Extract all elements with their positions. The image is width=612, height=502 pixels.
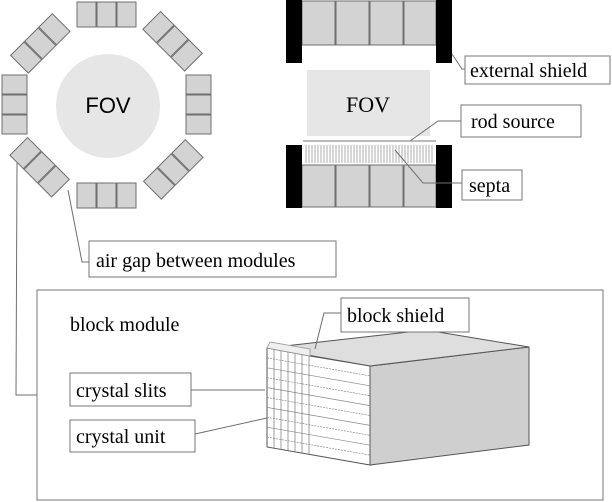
block-module-leader xyxy=(15,162,37,396)
crystal-unit-label-box xyxy=(69,419,196,453)
air-gap-label-box xyxy=(88,240,337,278)
crystal-slits-label-box xyxy=(69,372,192,407)
crystal-slit-h xyxy=(266,397,371,416)
upper-detector-row xyxy=(301,0,437,46)
external-shield-label: external shield xyxy=(470,60,587,82)
detector-module-bottom-right xyxy=(142,139,204,200)
crystal-slit-h xyxy=(266,407,371,426)
rod-source-label-box xyxy=(460,104,582,138)
crystal-slit-h xyxy=(266,357,371,377)
block-shield-label: block shield xyxy=(347,305,444,327)
air-gap-label: air gap between modules xyxy=(96,250,296,272)
lower-detector-row xyxy=(301,164,437,208)
ring-view: FOV xyxy=(1,1,212,209)
ring-fov-label: FOV xyxy=(85,93,131,118)
block-shield-strip xyxy=(266,341,311,357)
side-fov-label: FOV xyxy=(346,92,390,117)
crystal-slit-h xyxy=(266,416,371,436)
detector-module-bottom-left xyxy=(9,136,70,198)
side-fov-rect xyxy=(307,70,430,136)
detector-module-right xyxy=(185,74,212,135)
septa-label-box xyxy=(461,169,523,201)
crystal-slit-h xyxy=(266,367,371,387)
crystal-slit-h xyxy=(266,436,371,456)
detector-module-bottom xyxy=(76,182,137,209)
block-module-title: block module xyxy=(70,314,180,336)
crystal-slit-h xyxy=(266,377,371,397)
fov-circle xyxy=(56,54,160,158)
side-view: FOV xyxy=(286,0,452,208)
detector-module-left xyxy=(1,74,28,135)
external-shield-blocks xyxy=(286,0,452,208)
detector-module-top xyxy=(76,1,137,28)
detector-module-top-left xyxy=(9,13,71,74)
crystal-slits-label: crystal slits xyxy=(76,380,167,402)
septa-lines xyxy=(305,145,433,163)
crystal-unit-label: crystal unit xyxy=(76,426,166,448)
rod-source-label: rod source xyxy=(471,111,555,133)
block-module-3d xyxy=(266,329,530,466)
crystal-slit-h xyxy=(266,387,371,406)
air-gap-leader xyxy=(67,189,90,263)
crystal-unit-leader xyxy=(194,417,268,435)
block-side-face xyxy=(369,346,530,466)
detector-module-top-right xyxy=(142,10,203,72)
block-shield-label-box xyxy=(340,297,470,333)
external-shield-label-box xyxy=(464,55,611,85)
crystal-slit-h xyxy=(266,426,371,446)
block-shield-leader xyxy=(314,312,341,350)
septa-label: septa xyxy=(469,175,510,197)
crystal-grid xyxy=(266,349,371,456)
